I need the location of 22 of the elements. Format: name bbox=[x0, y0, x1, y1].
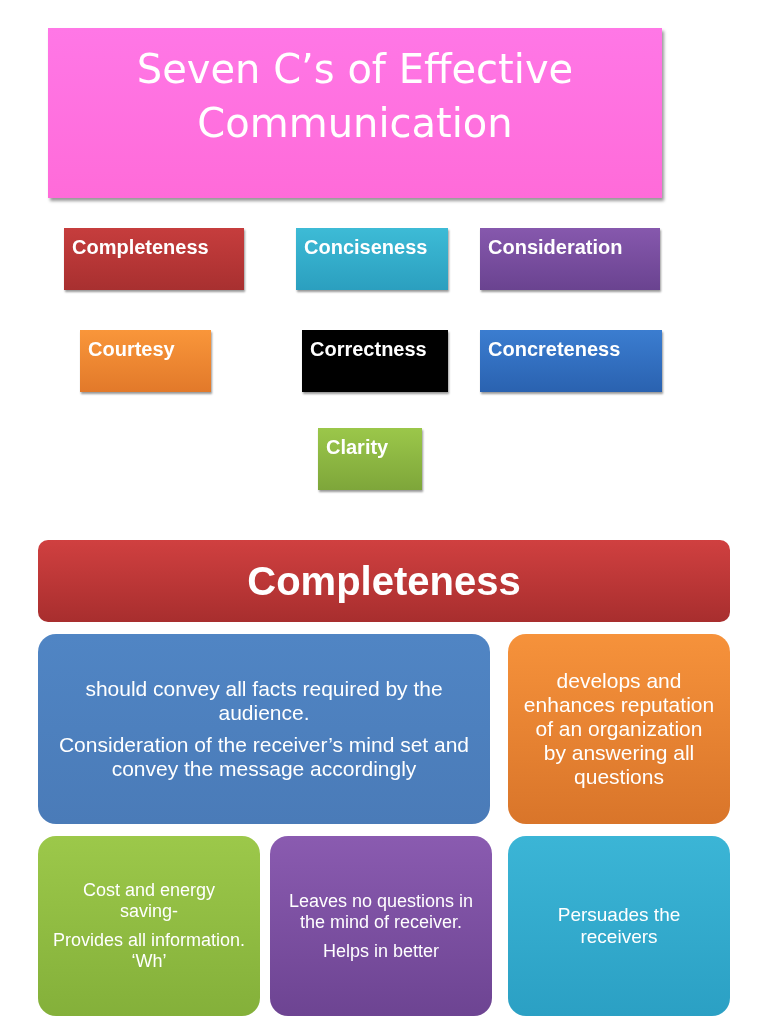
body-text: should convey all facts required by the audience. bbox=[84, 677, 444, 725]
category-box: Concreteness bbox=[480, 330, 662, 392]
text-card bbox=[38, 634, 490, 824]
body-text: Provides all information. ‘Wh’ bbox=[52, 930, 246, 972]
body-text: Consideration of the receiver’s mind set and convey the message accordingly bbox=[57, 733, 471, 781]
text-card bbox=[508, 836, 730, 1016]
body-text: Helps in better bbox=[322, 940, 440, 962]
category-box: Conciseness bbox=[296, 228, 448, 290]
text-card bbox=[270, 836, 492, 1016]
category-box: Courtesy bbox=[80, 330, 211, 392]
body-text: Leaves no questions in the mind of receiver. bbox=[287, 890, 475, 933]
text-card bbox=[508, 634, 730, 824]
heading-banner: Completeness bbox=[38, 540, 730, 622]
category-box: Completeness bbox=[64, 228, 244, 290]
body-text: Cost and energy saving- bbox=[81, 880, 217, 922]
category-box: Correctness bbox=[302, 330, 448, 392]
title-box: Seven C’s of Effective Communication bbox=[48, 28, 662, 198]
body-text: develops and enhances reputation of an organization by answering all questions bbox=[522, 669, 716, 789]
category-box: Consideration bbox=[480, 228, 660, 290]
category-box: Clarity bbox=[318, 428, 422, 490]
text-card bbox=[38, 836, 260, 1016]
body-text: Persuades the receivers bbox=[556, 904, 682, 948]
